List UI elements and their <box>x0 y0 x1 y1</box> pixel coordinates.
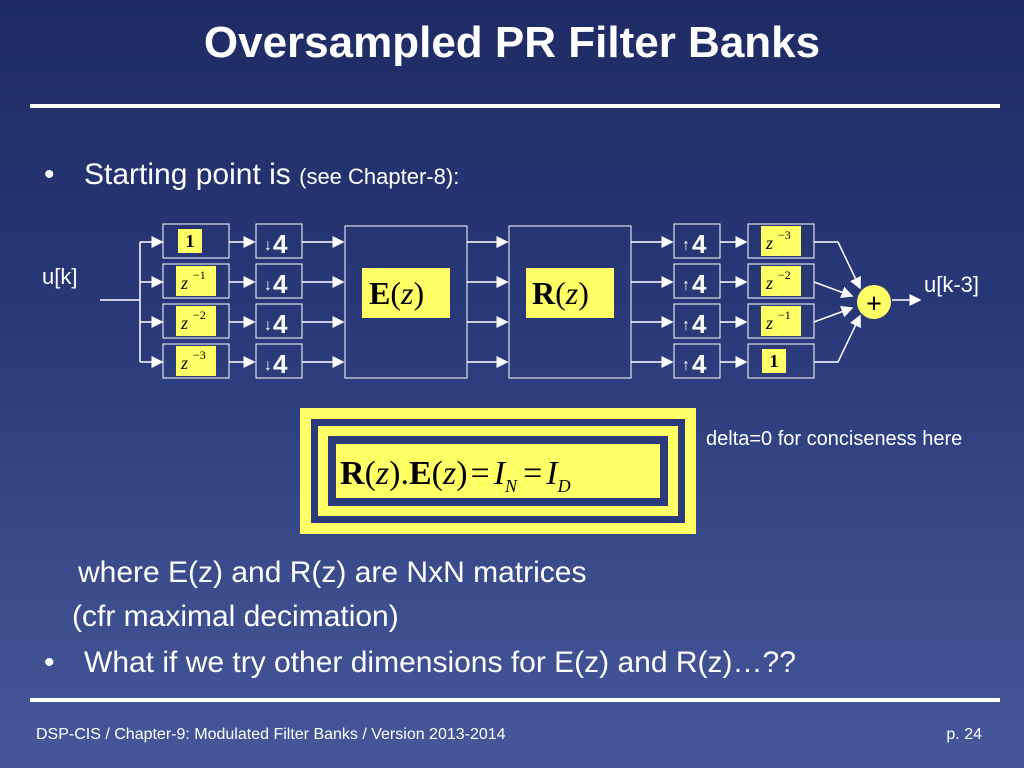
delay-box-z3 <box>162 343 230 379</box>
pr-condition-equation: R(z).E(z)=IN=ID <box>300 408 696 534</box>
svg-text:↓: ↓ <box>264 317 272 334</box>
page-number: p. 24 <box>946 726 982 743</box>
svg-text:−3: −3 <box>778 228 791 242</box>
svg-text:−2: −2 <box>778 268 791 282</box>
upsampler-1 <box>673 223 721 259</box>
bullet-starting-point: Starting point is (see Chapter-8): <box>84 158 459 192</box>
delay-box-z1 <box>162 263 230 299</box>
upsampler-4 <box>673 343 721 379</box>
delay-label-1: 1 <box>186 231 195 251</box>
svg-text:↓: ↓ <box>264 237 272 254</box>
bullet-marker: • <box>44 646 55 679</box>
output-wiring <box>813 241 922 363</box>
upsampler-2 <box>673 263 721 299</box>
downsampler-1 <box>255 223 303 259</box>
bullet-other-dimensions: What if we try other dimensions for E(z)… <box>84 646 796 679</box>
downsampler-3 <box>255 303 303 339</box>
maximal-decimation-note: (cfr maximal decimation) <box>72 600 399 633</box>
upsampler-column: ↑4 ↑4 ↑4 ↑4 <box>673 223 721 379</box>
svg-text:↓: ↓ <box>264 357 272 374</box>
svg-text:−1: −1 <box>193 268 206 282</box>
filter-bank-diagram: 1 z −1 z −2 z −3 ↓4 ↓4 ↓4 ↓4 <box>100 223 922 534</box>
output-signal-label: u[k-3] <box>924 272 980 297</box>
svg-text:1: 1 <box>770 351 779 371</box>
svg-text:4: 4 <box>692 269 707 299</box>
svg-text:z: z <box>180 273 188 293</box>
downsampler-column: ↓4 ↓4 ↓4 ↓4 <box>255 223 303 379</box>
svg-text:4: 4 <box>273 349 288 379</box>
svg-text:z: z <box>180 313 188 333</box>
svg-text:−1: −1 <box>778 308 791 322</box>
svg-text:↑: ↑ <box>682 237 690 254</box>
summing-node: + <box>857 285 891 320</box>
svg-text:4: 4 <box>692 309 707 339</box>
svg-text:E(z): E(z) <box>369 275 424 311</box>
svg-text:z: z <box>765 313 773 333</box>
bullet-chapter-ref: (see Chapter-8): <box>299 164 460 189</box>
svg-text:4: 4 <box>273 309 288 339</box>
svg-text:↓: ↓ <box>264 277 272 294</box>
svg-text:R(z): R(z) <box>532 275 589 311</box>
output-delay-chain: z −3 z −2 z −1 1 <box>747 223 815 379</box>
svg-text:+: + <box>866 289 882 320</box>
matrix-R-block: R(z) <box>508 225 632 379</box>
svg-text:↑: ↑ <box>682 357 690 374</box>
svg-text:z: z <box>765 273 773 293</box>
svg-text:−2: −2 <box>193 308 206 322</box>
matrix-E-block: E(z) <box>344 225 468 379</box>
svg-text:4: 4 <box>273 229 288 259</box>
downsampler-4 <box>255 343 303 379</box>
svg-text:↑: ↑ <box>682 277 690 294</box>
svg-text:↑: ↑ <box>682 317 690 334</box>
bullet-text: Starting point is <box>84 158 300 191</box>
input-signal-label: u[k] <box>42 264 78 289</box>
svg-text:z: z <box>180 353 188 373</box>
footer-rule <box>30 698 1000 702</box>
upsampler-3 <box>673 303 721 339</box>
input-delay-chain: 1 z −1 z −2 z −3 <box>162 223 230 379</box>
svg-text:4: 4 <box>273 269 288 299</box>
slide-title: Oversampled PR Filter Banks <box>203 18 821 67</box>
title-rule <box>30 104 1000 108</box>
svg-text:4: 4 <box>692 229 707 259</box>
bullet-marker: • <box>44 158 55 191</box>
footer-course-info: DSP-CIS / Chapter-9: Modulated Filter Ba… <box>36 726 506 743</box>
svg-text:R(z).E(z)=IN=ID: R(z).E(z)=IN=ID <box>340 455 571 496</box>
matrices-explanation: where E(z) and R(z) are NxN matrices <box>78 556 587 589</box>
downsampler-2 <box>255 263 303 299</box>
delay-box-1 <box>162 223 230 259</box>
input-wiring <box>100 236 164 368</box>
svg-text:−3: −3 <box>193 348 206 362</box>
svg-text:z: z <box>765 233 773 253</box>
delta-note: delta=0 for conciseness here <box>706 428 963 450</box>
delay-box-z2 <box>162 303 230 339</box>
svg-text:4: 4 <box>692 349 707 379</box>
